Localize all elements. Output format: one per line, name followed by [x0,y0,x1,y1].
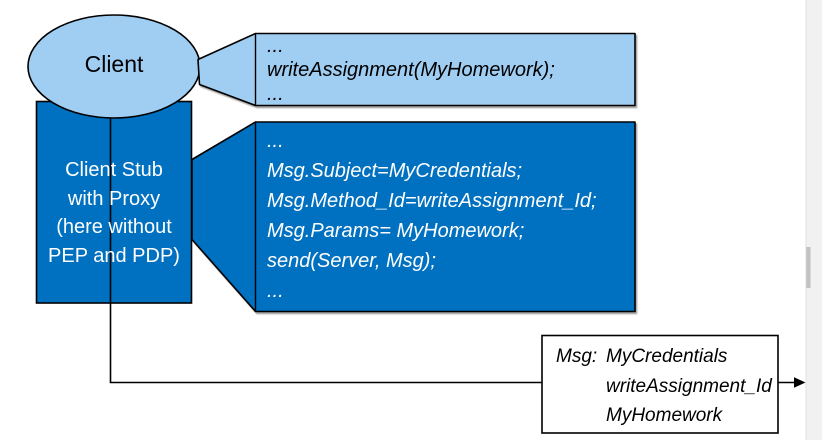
msg-record-box [541,334,779,434]
scrollbar-thumb[interactable] [806,247,811,288]
msg-record-label: Msg: [556,346,598,367]
client-stub-label-line: (here without [56,216,172,238]
code-line: ... [267,83,284,105]
code-line: Msg.Subject=MyCredentials; [267,160,523,182]
client-stub-label: Client Stub with Proxy (here without PEP… [36,156,192,270]
msg-record-value: MyCredentials [606,346,728,367]
code-line: send(Server, Msg); [267,250,436,272]
client-stub-label-line: Client Stub [65,159,163,181]
msg-record-values: MyCredentials writeAssignment_Id MyHomew… [606,342,772,431]
callout-stub-code-text: ... Msg.Subject=MyCredentials; Msg.Metho… [267,126,597,306]
msg-record-value: writeAssignment_Id [606,375,772,397]
callout-client-code-text: ... writeAssignment(MyHomework); ... [267,34,555,106]
code-line: Msg.Method_Id=writeAssignment_Id; [267,190,597,212]
code-line: ... [267,280,284,302]
code-line: writeAssignment(MyHomework); [267,59,555,81]
scrollbar-track[interactable] [805,0,822,440]
msg-record-value: MyHomework [606,405,723,426]
scrollbar-track-edge [805,0,807,440]
client-stub-box [35,100,193,304]
code-line: ... [267,130,284,152]
client-label: Client [84,51,144,77]
flow-arrowhead-icon [794,377,806,388]
code-line: ... [267,35,284,57]
client-stub-label-line: with Proxy [67,187,161,210]
client-stub-label-line: PEP and PDP) [48,244,180,267]
code-line: Msg.Params= MyHomework; [267,220,525,242]
